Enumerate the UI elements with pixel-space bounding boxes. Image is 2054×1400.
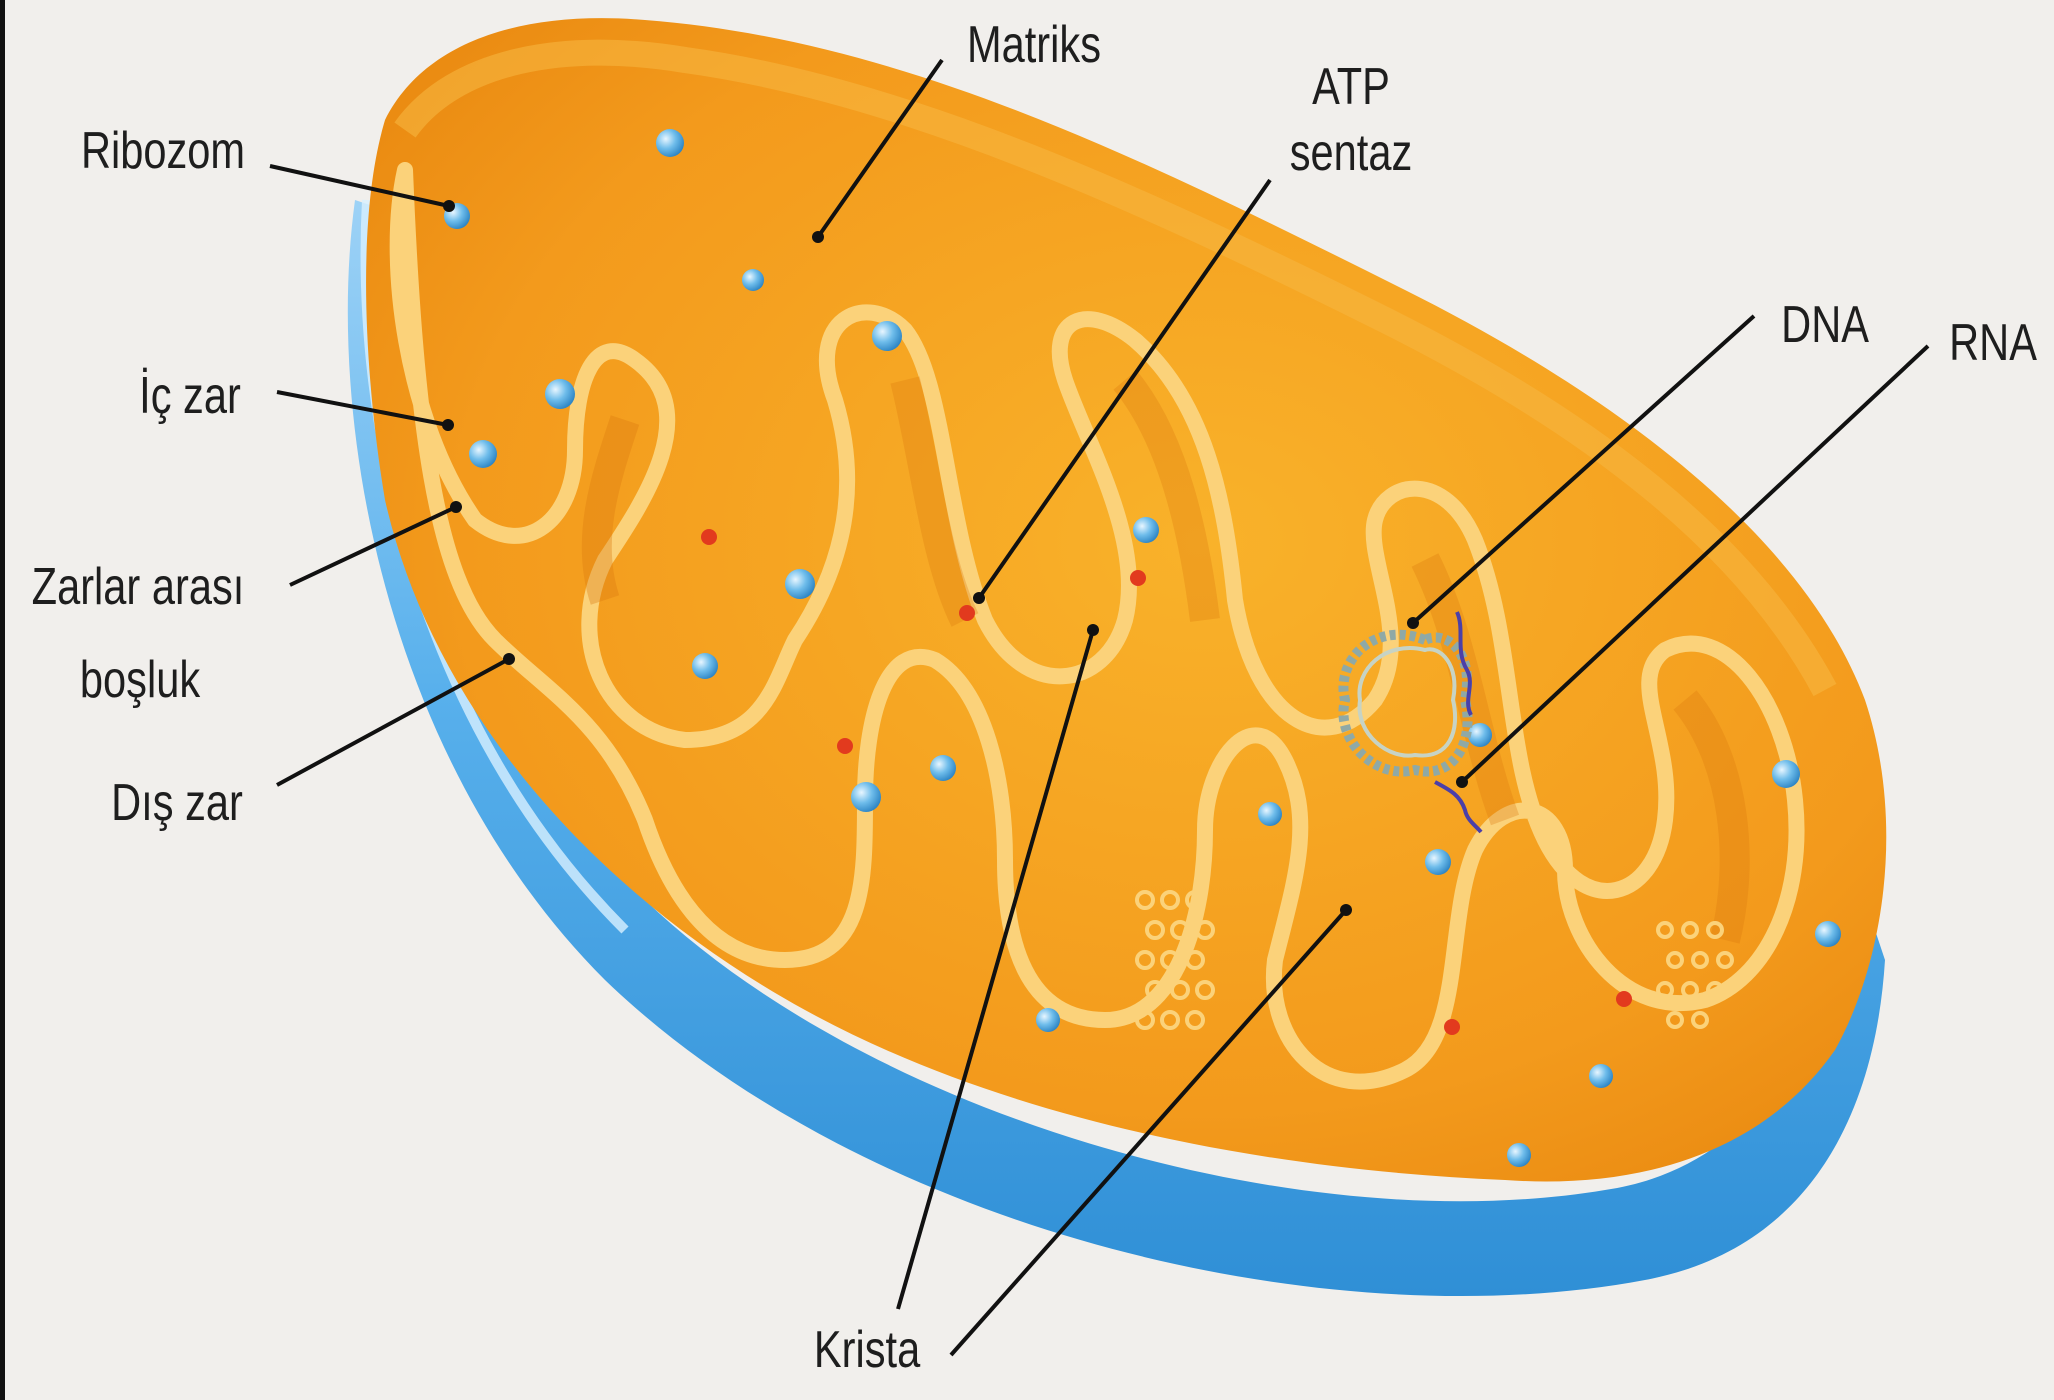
ribosome	[656, 129, 684, 157]
ribosome	[1589, 1064, 1613, 1088]
ribosome	[742, 269, 764, 291]
label-matriks: Matriks	[967, 15, 1101, 74]
label-krista: Krista	[814, 1320, 921, 1379]
ribosome	[469, 440, 497, 468]
ribosome	[1133, 517, 1159, 543]
label-sentaz: sentaz	[1290, 123, 1413, 182]
ribosome	[785, 569, 815, 599]
label-rna: RNA	[1949, 313, 2037, 372]
label-zarlar-arasi: Zarlar arası	[32, 557, 245, 616]
ribosome	[930, 755, 956, 781]
label-ic-zar: İç zar	[139, 366, 241, 425]
ribosome	[692, 653, 718, 679]
ribosome	[1036, 1008, 1060, 1032]
ribosome	[545, 379, 575, 409]
ribosome	[872, 321, 902, 351]
label-bosluk: boşluk	[80, 650, 201, 709]
ribosome	[1425, 849, 1451, 875]
ribosome	[1772, 760, 1800, 788]
label-dis-zar: Dış zar	[111, 773, 243, 832]
label-ribozom: Ribozom	[81, 121, 245, 180]
label-atp: ATP	[1312, 57, 1390, 116]
ribosome	[1258, 802, 1282, 826]
label-dna: DNA	[1781, 295, 1869, 354]
ribosome	[851, 782, 881, 812]
mitochondrion-diagram: Ribozom İç zar Zarlar arası boşluk Dış z…	[5, 0, 2054, 1400]
ribosome	[1815, 921, 1841, 947]
ribosome	[1507, 1143, 1531, 1167]
